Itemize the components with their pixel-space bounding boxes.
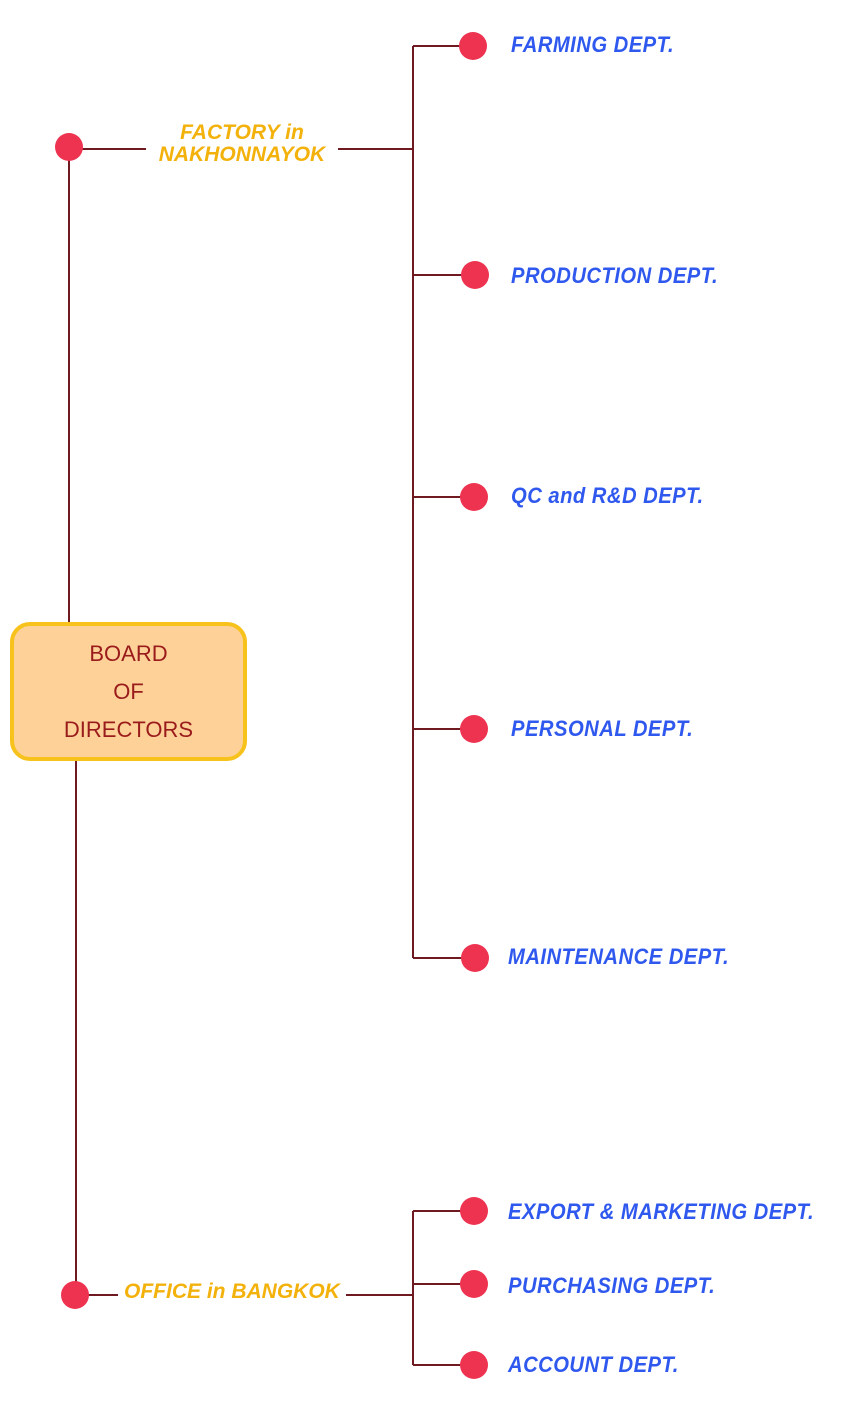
farming-dept-node[interactable]: [459, 32, 487, 60]
qc-rd-dept-node[interactable]: [460, 483, 488, 511]
office-label[interactable]: OFFICE in BANGKOK: [118, 1281, 346, 1303]
board-line-1: BOARD: [89, 640, 168, 666]
production-dept-node[interactable]: [461, 261, 489, 289]
production-dept-label[interactable]: PRODUCTION DEPT.: [511, 263, 719, 288]
account-dept-node[interactable]: [460, 1351, 488, 1379]
factory-label-line-1: FACTORY in: [180, 121, 304, 144]
export-marketing-dept-label[interactable]: EXPORT & MARKETING DEPT.: [508, 1199, 815, 1224]
board-line-3: DIRECTORS: [63, 716, 194, 742]
maintenance-dept-label[interactable]: MAINTENANCE DEPT.: [508, 944, 730, 969]
personal-dept-label[interactable]: PERSONAL DEPT.: [511, 716, 694, 741]
factory-label-line-2: NAKHONNAYOK: [158, 143, 326, 166]
export-marketing-dept-node[interactable]: [460, 1197, 488, 1225]
account-dept-label[interactable]: ACCOUNT DEPT.: [508, 1352, 679, 1377]
factory-label[interactable]: FACTORY in NAKHONNAYOK: [146, 122, 338, 166]
qc-rd-dept-label[interactable]: QC and R&D DEPT.: [511, 483, 704, 508]
personal-dept-node[interactable]: [460, 715, 488, 743]
board-line-2: OF: [113, 678, 144, 704]
farming-dept-label[interactable]: FARMING DEPT.: [511, 32, 675, 57]
purchasing-dept-label[interactable]: PURCHASING DEPT.: [508, 1273, 716, 1298]
board-of-directors-box[interactable]: BOARD OF DIRECTORS: [10, 622, 247, 761]
factory-node[interactable]: [55, 133, 83, 161]
maintenance-dept-node[interactable]: [461, 944, 489, 972]
office-node[interactable]: [61, 1281, 89, 1309]
purchasing-dept-node[interactable]: [460, 1270, 488, 1298]
